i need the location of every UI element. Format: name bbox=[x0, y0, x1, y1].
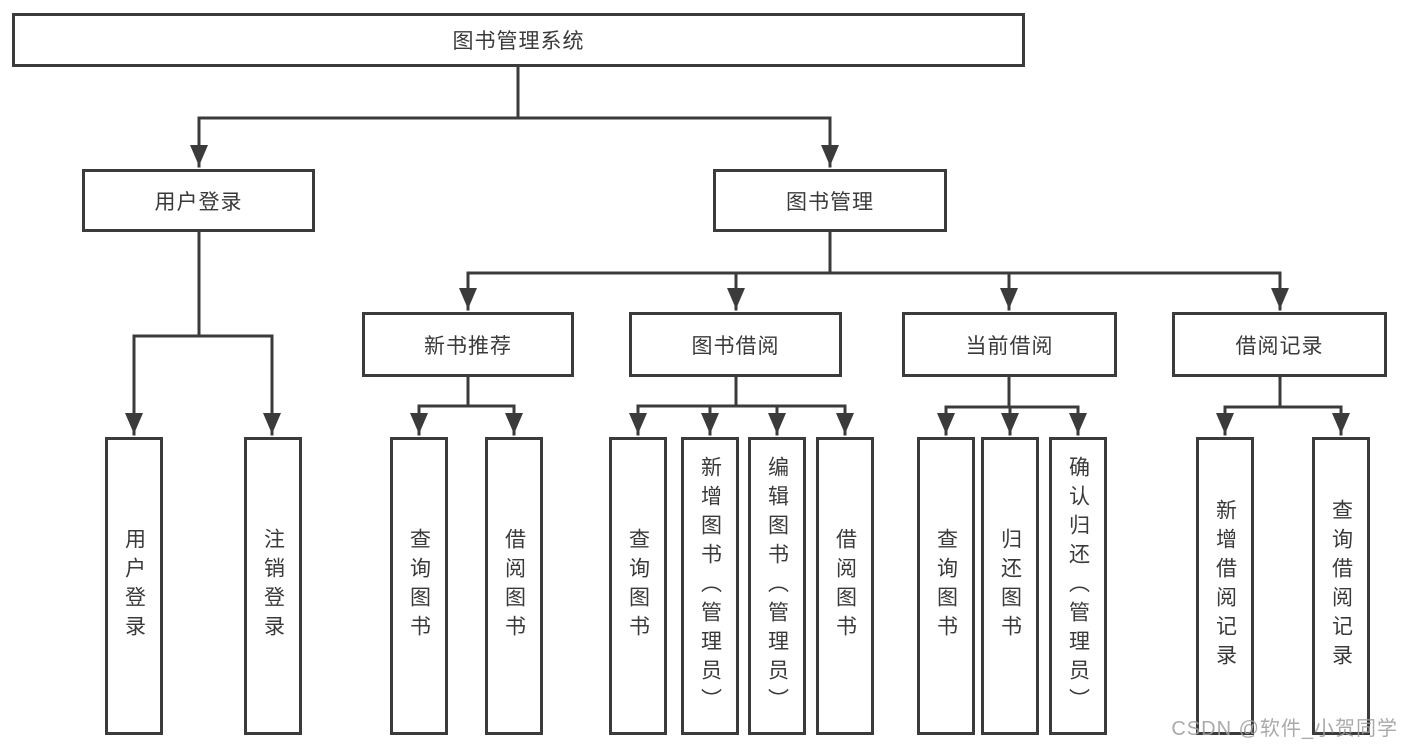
node-label: 用户登录 bbox=[154, 190, 243, 214]
node-label: 图书借阅 bbox=[691, 334, 780, 358]
leaf-query-books: 查询图书 bbox=[609, 437, 667, 735]
node-label: 新增图书（管理员） bbox=[698, 455, 722, 717]
node-label: 当前借阅 bbox=[965, 334, 1054, 358]
node-label: 图书管理系统 bbox=[452, 30, 585, 53]
leaf-edit-books-admin: 编辑图书（管理员） bbox=[748, 437, 806, 735]
node-label: 借阅图书 bbox=[833, 528, 857, 644]
leaf-confirm-return-admin: 确认归还（管理员） bbox=[1049, 437, 1107, 735]
node-label: 图书管理 bbox=[786, 190, 874, 214]
leaf-query-borrow-record: 查询借阅记录 bbox=[1312, 437, 1370, 735]
leaf-logout: 注销登录 bbox=[244, 437, 302, 735]
leaf-query-books: 查询图书 bbox=[917, 437, 975, 735]
node-user-login: 用户登录 bbox=[82, 169, 315, 232]
leaf-borrow-books: 借阅图书 bbox=[485, 437, 543, 735]
node-label: 编辑图书（管理员） bbox=[765, 455, 789, 717]
csdn-watermark: CSDN @软件_小贺同学 bbox=[1171, 718, 1398, 740]
leaf-return-books: 归还图书 bbox=[981, 437, 1039, 735]
node-label: 查询图书 bbox=[407, 528, 431, 644]
node-new-book-recommendation: 新书推荐 bbox=[362, 312, 574, 377]
leaf-add-books-admin: 新增图书（管理员） bbox=[681, 437, 739, 735]
node-label: 查询图书 bbox=[626, 528, 650, 644]
node-label: 注销登录 bbox=[261, 528, 285, 644]
leaf-add-borrow-record: 新增借阅记录 bbox=[1196, 437, 1254, 735]
leaf-borrow-books: 借阅图书 bbox=[816, 437, 874, 735]
node-label: 确认归还（管理员） bbox=[1066, 455, 1090, 717]
leaf-user-login: 用户登录 bbox=[105, 437, 163, 735]
node-label: 借阅图书 bbox=[502, 528, 526, 644]
node-book-management: 图书管理 bbox=[713, 169, 947, 232]
node-borrowing-records: 借阅记录 bbox=[1172, 312, 1387, 377]
node-label: 新书推荐 bbox=[424, 334, 512, 358]
node-current-borrowing: 当前借阅 bbox=[902, 312, 1117, 377]
leaf-query-books: 查询图书 bbox=[390, 437, 448, 735]
node-book-borrowing: 图书借阅 bbox=[629, 312, 842, 377]
node-label: 用户登录 bbox=[122, 528, 146, 644]
node-library-management-system: 图书管理系统 bbox=[12, 13, 1025, 67]
node-label: 借阅记录 bbox=[1235, 334, 1324, 358]
node-label: 归还图书 bbox=[998, 528, 1022, 644]
node-label: 新增借阅记录 bbox=[1213, 499, 1237, 673]
node-label: 查询借阅记录 bbox=[1329, 499, 1353, 673]
node-label: 查询图书 bbox=[934, 528, 958, 644]
